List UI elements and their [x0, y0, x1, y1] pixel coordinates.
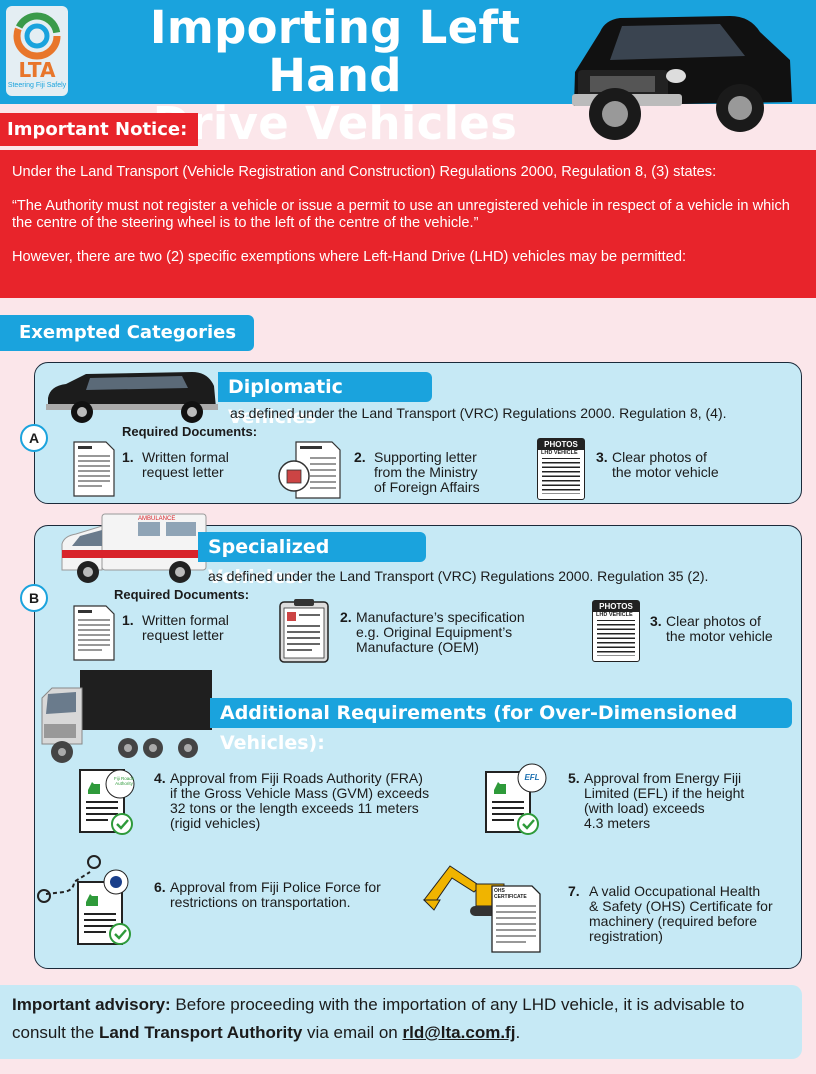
clipboard-spec-icon — [279, 599, 329, 663]
item-line-1: Written formal — [142, 612, 229, 628]
lta-logo-icon — [13, 12, 61, 60]
item-line-2: request letter — [142, 464, 224, 480]
item-line-2: the motor vehicle — [666, 628, 773, 644]
request-letter-icon — [73, 605, 115, 661]
item-line-1: Approval from Energy Fiji — [584, 770, 742, 786]
notice-paragraph-3: However, there are two (2) specific exem… — [12, 249, 687, 265]
specialized-vehicles-title: Specialized Vehicles: — [198, 532, 426, 588]
item-line-1: Manufacture’s specification — [356, 609, 525, 625]
category-a-badge: A — [20, 424, 48, 452]
item-line-2: request letter — [142, 627, 224, 643]
lhd-label: LHD VEHICLE — [541, 450, 578, 456]
photos-document-icon: PHOTOS LHD VEHICLE — [592, 600, 640, 662]
item-line-4: (rigid vehicles) — [170, 815, 261, 831]
category-a-item-3: 3. Clear photos of the motor vehicle — [596, 449, 719, 480]
email-link[interactable]: rld@lta.com.fj — [402, 1023, 516, 1042]
additional-requirements-title: Additional Requirements (for Over-Dimens… — [210, 698, 792, 754]
item-number: 1. — [122, 612, 134, 628]
item-line-2: the motor vehicle — [612, 464, 719, 480]
additional-item-4: 4. Approval from Fiji Roads Authority (F… — [154, 770, 429, 831]
item-number: 2. — [354, 449, 366, 465]
efl-label: EFL — [524, 773, 540, 782]
category-a-item-1: 1. Written formal request letter — [122, 449, 229, 480]
advisory-org: Land Transport Authority — [98, 1023, 303, 1042]
item-line-1: A valid Occupational Health — [589, 883, 761, 899]
item-number: 3. — [596, 449, 608, 465]
exempted-categories-tab: Exempted Categories — [0, 315, 254, 351]
item-line-2: & Safety (OHS) Certificate for — [589, 898, 773, 914]
notice-paragraph-1: Under the Land Transport (Vehicle Regist… — [12, 164, 717, 180]
item-number: 3. — [650, 613, 662, 629]
category-b-badge: B — [20, 584, 48, 612]
item-number: 2. — [340, 609, 352, 625]
item-line-3: of Foreign Affairs — [374, 479, 480, 495]
logo-text: LTA — [18, 58, 56, 82]
semi-truck-image — [41, 670, 212, 763]
item-line-3: machinery (required before — [589, 913, 758, 929]
additional-item-5: 5. Approval from Energy Fiji Limited (EF… — [568, 770, 744, 831]
ohs-certificate-label: OHS CERTIFICATE — [494, 888, 527, 900]
item-line-1: Approval from Fiji Roads Authority (FRA) — [170, 770, 423, 786]
item-line-1: Approval from Fiji Police Force for — [170, 879, 381, 895]
fra-label: Fiji Roads Authority — [113, 776, 134, 786]
item-number: 6. — [154, 879, 166, 895]
diplomatic-vehicles-title: Diplomatic Vehicles — [218, 372, 432, 428]
notice-paragraph-2: “The Authority must not register a vehic… — [12, 198, 790, 231]
item-line-2: restrictions on transportation. — [170, 894, 351, 910]
item-line-2: if the Gross Vehicle Mass (GVM) exceeds — [170, 785, 430, 801]
item-line-3: 32 tons or the length exceeds 11 meters — [170, 800, 419, 816]
category-a-item-2: 2. Supporting letter from the Ministry o… — [354, 449, 480, 495]
item-line-1: Clear photos of — [666, 613, 761, 629]
additional-item-6: 6. Approval from Fiji Police Force for r… — [154, 879, 381, 910]
category-b-item-2: 2. Manufacture’s specification e.g. Orig… — [340, 609, 525, 655]
category-a-required-label: Required Documents: — [122, 424, 258, 439]
category-a-definition: as defined under the Land Transport (VRC… — [230, 405, 727, 421]
page-title: Importing Left Hand Drive Vehicles — [100, 4, 570, 148]
fra-approval-icon — [79, 769, 135, 835]
title-line-2: Drive Vehicles — [152, 97, 518, 150]
police-approval-icon — [37, 855, 131, 945]
important-advisory: Important advisory: Before proceeding wi… — [0, 985, 802, 1059]
category-b-item-3: 3. Clear photos of the motor vehicle — [650, 613, 773, 644]
item-number: 5. — [568, 770, 580, 786]
limousine-image — [46, 372, 218, 423]
item-line-1: Clear photos of — [612, 449, 707, 465]
efl-approval-icon — [485, 763, 547, 835]
request-letter-icon — [73, 441, 115, 497]
ambulance-label: AMBULANCE — [138, 516, 175, 522]
item-line-3: Manufacture (OEM) — [356, 639, 479, 655]
photos-label: PHOTOS — [538, 439, 584, 450]
notice-box: Under the Land Transport (Vehicle Regist… — [0, 150, 816, 298]
photos-label: PHOTOS — [593, 601, 639, 612]
item-line-4: registration) — [589, 928, 663, 944]
category-b-definition: as defined under the Land Transport (VRC… — [208, 568, 709, 584]
lta-logo: LTA Steering Fiji Safely — [6, 6, 68, 96]
excavator-certificate-icon — [422, 865, 541, 953]
important-notice-tab: Important Notice: — [0, 113, 198, 146]
item-line-2: e.g. Original Equipment’s — [356, 624, 513, 640]
title-line-1: Importing Left Hand — [149, 1, 521, 102]
ambulance-image: AMBULANCE — [61, 513, 207, 583]
advisory-text-2: via email on — [302, 1023, 403, 1042]
item-line-2: Limited (EFL) if the height — [584, 785, 745, 801]
advisory-lead: Important advisory: — [12, 995, 171, 1014]
supporting-letter-icon — [278, 441, 341, 499]
advisory-text-1: Before proceeding with the importation o… — [12, 995, 745, 1042]
category-b-required-label: Required Documents: — [114, 587, 250, 602]
item-line-1: Written formal — [142, 449, 229, 465]
photos-document-icon: PHOTOS LHD VEHICLE — [537, 438, 585, 500]
category-b-item-1: 1. Written formal request letter — [122, 612, 229, 643]
pickup-truck-image — [572, 16, 792, 140]
item-line-2: from the Ministry — [374, 464, 478, 480]
item-number: 7. — [568, 883, 580, 899]
item-number: 4. — [154, 770, 166, 786]
item-line-3: (with load) exceeds — [584, 800, 705, 816]
item-number: 1. — [122, 449, 134, 465]
logo-tagline: Steering Fiji Safely — [7, 82, 67, 89]
advisory-text-3: . — [515, 1023, 521, 1042]
lhd-label: LHD VEHICLE — [596, 612, 633, 618]
additional-item-7: 7. A valid Occupational Health & Safety … — [568, 883, 773, 944]
item-line-4: 4.3 meters — [584, 815, 651, 831]
item-line-1: Supporting letter — [374, 449, 477, 465]
